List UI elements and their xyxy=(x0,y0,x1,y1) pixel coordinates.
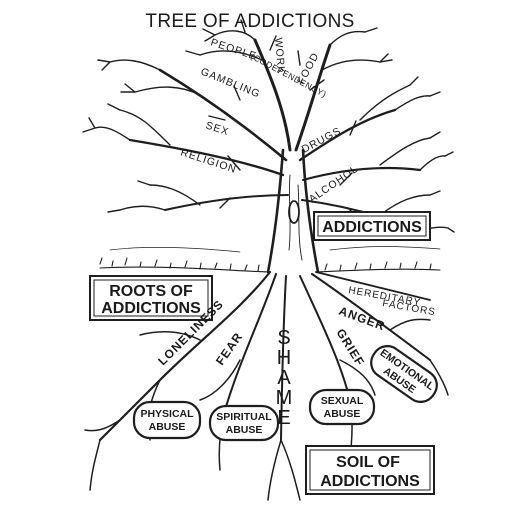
shame-letter: S xyxy=(277,327,290,349)
branch-label-alcohol: ALCOHOL xyxy=(307,163,361,206)
sexual-abuse-line2: ABUSE xyxy=(324,408,361,420)
branch-label-religion: RELIGION xyxy=(179,146,238,175)
tree-branches-drawing xyxy=(82,19,455,233)
shame-letter: M xyxy=(276,387,293,409)
roots-box-line2: ADDICTIONS xyxy=(101,300,201,317)
root-label-fear: FEAR xyxy=(213,330,246,368)
roots-of-addictions-box: ROOTS OF ADDICTIONS xyxy=(89,275,213,321)
soil-of-addictions-box: SOIL OF ADDICTIONS xyxy=(305,445,435,495)
spiritual-abuse-line1: SPIRITUAL xyxy=(216,411,272,423)
spiritual-abuse-line2: ABUSE xyxy=(226,424,263,436)
branch-label-sex: SEX xyxy=(204,119,231,138)
branch-label-work: WORK xyxy=(272,37,287,75)
physical-abuse-line2: ABUSE xyxy=(149,421,186,433)
tree-trunk-drawing xyxy=(266,148,320,274)
shame-letter: H xyxy=(277,347,291,369)
soil-item-physical-abuse: PHYSICAL ABUSE xyxy=(132,400,202,440)
branch-label-gambling: GAMBLING xyxy=(199,66,262,101)
diagram-title: TREE OF ADDICTIONS xyxy=(145,11,354,32)
soil-item-sexual-abuse: SEXUAL ABUSE xyxy=(308,388,376,426)
soil-item-spiritual-abuse: SPIRITUAL ABUSE xyxy=(208,404,280,442)
soil-box-line1: SOIL OF xyxy=(336,454,400,471)
shame-letter: A xyxy=(277,367,291,389)
sexual-abuse-line1: SEXUAL xyxy=(321,395,364,407)
ground-line-drawing xyxy=(99,246,441,273)
soil-box-line2: ADDICTIONS xyxy=(320,473,420,490)
roots-box-line1: ROOTS OF xyxy=(109,283,193,300)
shame-letter: E xyxy=(277,407,290,429)
soil-item-emotional-abuse: EMOTIONAL ABUSE xyxy=(370,345,438,403)
branch-labels: WORK PEOPLE (CODEPENDENCY) FOOD GAMBLING… xyxy=(179,36,360,205)
branch-label-drugs: DRUGS xyxy=(300,125,344,156)
addictions-box-label: ADDICTIONS xyxy=(322,219,422,236)
addictions-box: ADDICTIONS xyxy=(313,211,431,241)
physical-abuse-line1: PHYSICAL xyxy=(140,408,194,420)
